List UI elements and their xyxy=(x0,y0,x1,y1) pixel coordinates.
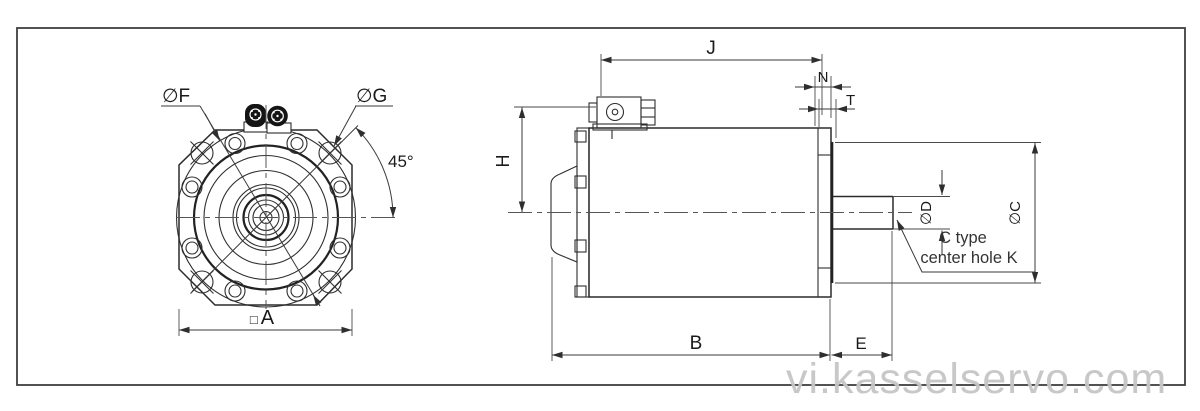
dim-h: H xyxy=(493,106,596,212)
label-j: J xyxy=(706,38,716,59)
dim-b: B xyxy=(551,257,831,361)
label-square-size: □A xyxy=(250,307,275,329)
drawing-border xyxy=(16,27,1186,386)
dim-corner-hole-diameter: ∅G xyxy=(333,86,393,147)
dim-t: T xyxy=(799,92,855,138)
diagonal-reference-line xyxy=(191,125,359,292)
dim-pilot-diameter: ∅C xyxy=(835,142,1041,284)
front-connectors xyxy=(243,104,292,134)
label-b: B xyxy=(690,333,703,354)
watermark: vi.kasselservo.com xyxy=(786,355,1167,403)
dim-j: J xyxy=(600,38,823,115)
side-view: J N T H xyxy=(493,38,1041,361)
label-corner-hole-angle: 45° xyxy=(388,152,414,171)
dim-square-size: □A xyxy=(178,307,353,336)
side-connector xyxy=(588,96,656,139)
dim-e: E xyxy=(831,231,893,361)
shaft-note: C type center hole K xyxy=(896,219,1035,273)
label-t: T xyxy=(846,92,855,109)
shaft-note-line1: C type xyxy=(939,229,987,247)
shaft-note-line2: center hole K xyxy=(920,249,1017,267)
dim-shaft-diameter: ∅D xyxy=(918,170,946,255)
bolt-holes xyxy=(181,132,351,302)
dim-n: N xyxy=(795,69,851,126)
label-corner-hole-diameter: ∅G xyxy=(356,86,387,107)
label-shaft-diameter: ∅D xyxy=(918,201,935,225)
rear-end-cap xyxy=(550,165,578,263)
label-n: N xyxy=(818,69,829,86)
front-view: ∅F ∅G 45° □A xyxy=(161,86,414,336)
label-h: H xyxy=(493,155,513,168)
dim-corner-hole-angle: 45° xyxy=(355,127,414,218)
rear-plate-bolts xyxy=(574,130,587,298)
label-e: E xyxy=(855,334,866,353)
dim-flange-diameter: ∅F xyxy=(161,86,322,307)
label-flange-diameter: ∅F xyxy=(162,86,190,107)
label-pilot-diameter: ∅C xyxy=(1007,201,1024,225)
